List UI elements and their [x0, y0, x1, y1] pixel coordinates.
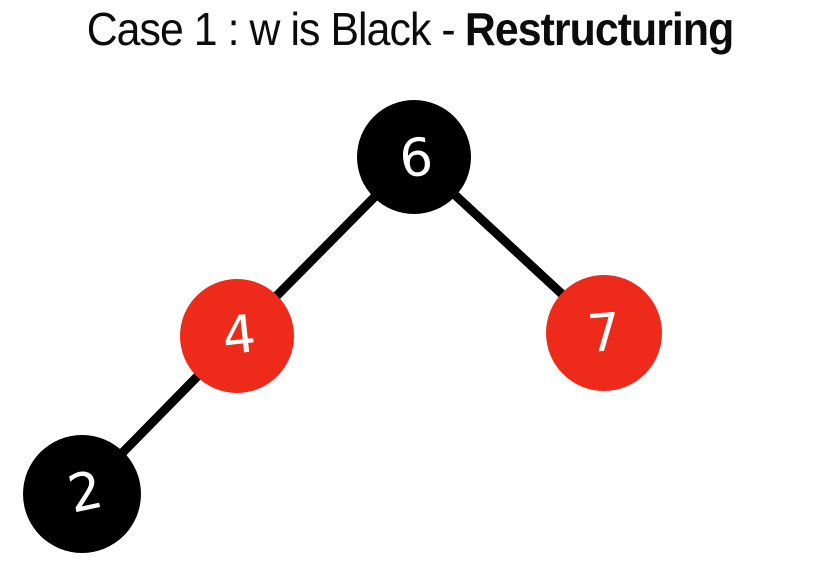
title-regular-text: Case 1 : w is Black -: [86, 3, 456, 55]
tree-node-7: 7: [546, 275, 662, 391]
tree-node-6: 6: [357, 100, 471, 214]
node-value-4: 4: [220, 304, 259, 367]
slide-title: Case 1 : w is Black -Restructuring: [29, 2, 792, 56]
node-circle-6: [357, 100, 471, 214]
node-value-6: 6: [397, 127, 436, 190]
title-bold-text: Restructuring: [464, 3, 734, 55]
node-circle-4: [180, 279, 294, 393]
tree-node-4: 4: [180, 279, 294, 393]
node-value-7: 7: [585, 302, 623, 365]
node-circle-2: [23, 435, 141, 553]
node-circle-7: [546, 275, 662, 391]
tree-node-2: 2: [23, 435, 141, 553]
